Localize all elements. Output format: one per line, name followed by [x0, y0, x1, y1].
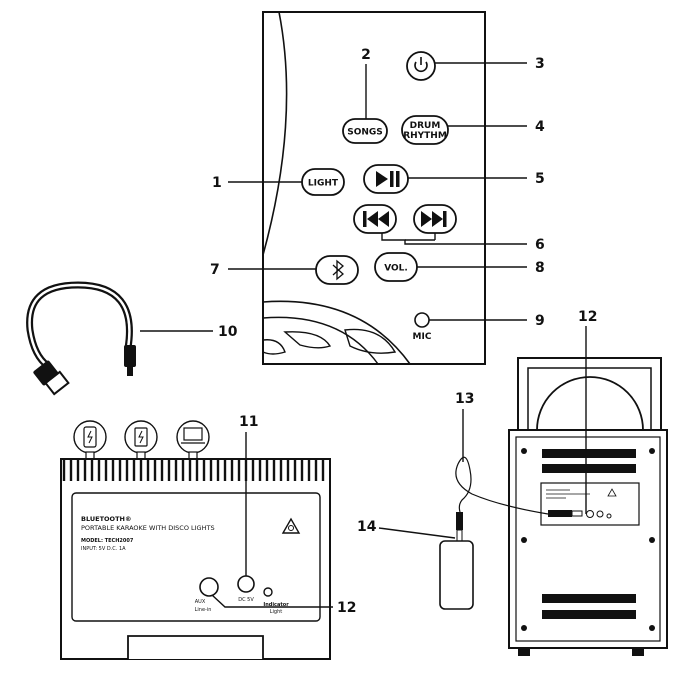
callout-7: 7 — [210, 262, 220, 278]
line-in-label: Line-in — [195, 607, 212, 613]
callout-9: 9 — [535, 313, 545, 329]
jack-plug-icon — [456, 512, 463, 543]
drum-label: DRUM — [410, 121, 441, 131]
dc-port — [237, 575, 255, 593]
callout-2: 2 — [361, 47, 371, 63]
callout-8: 8 — [535, 260, 545, 276]
panel-model: MODEL: TECH2007 — [81, 538, 134, 544]
speaker: 12 13 14 — [357, 309, 668, 656]
dc-label: DC 5V — [238, 597, 254, 603]
phone-charger-icon — [73, 420, 107, 454]
callout-6: 6 — [535, 237, 545, 253]
remote-grille — [262, 300, 411, 365]
previous-icon — [363, 211, 389, 227]
callout-14: 14 — [357, 519, 377, 535]
next-button — [413, 204, 457, 234]
bluetooth-button — [315, 255, 359, 285]
songs-button: SONGS — [342, 118, 388, 144]
aux-plug-icon — [548, 510, 583, 517]
panel-title: BLUETOOTH® — [81, 515, 131, 523]
vol-button: VOL. — [374, 252, 418, 282]
bluetooth-icon — [332, 259, 344, 281]
aux-port — [199, 577, 219, 597]
callout-3: 3 — [535, 56, 545, 72]
battery-charger-icon — [124, 420, 158, 454]
previous-button — [353, 204, 397, 234]
back-panel: BLUETOOTH® PORTABLE KARAOKE WITH DISCO L… — [60, 414, 356, 660]
light-button: LIGHT — [301, 168, 345, 196]
laptop-icon — [176, 420, 210, 454]
speaker-screws — [521, 448, 655, 631]
rhythm-label: RHYTHM — [403, 131, 447, 141]
speaker-vents-top — [542, 449, 636, 473]
power-button — [406, 51, 436, 81]
callout-5: 5 — [535, 171, 545, 187]
play-pause-button — [363, 164, 409, 194]
panel-input: INPUT: 5V D.C. 1A — [81, 546, 126, 552]
songs-label: SONGS — [347, 128, 383, 138]
certification-icon — [281, 517, 301, 534]
callout-12-speaker: 12 — [578, 309, 597, 325]
light-label: LIGHT — [308, 179, 339, 189]
barrel-plug-icon — [124, 345, 136, 376]
indicator-light-label: Light — [270, 609, 283, 615]
callout-12-panel: 12 — [337, 600, 356, 616]
phone-icon — [439, 540, 474, 610]
callout-13: 13 — [455, 391, 474, 407]
callout-11: 11 — [239, 414, 258, 430]
speaker-vents-bottom — [542, 594, 636, 619]
remote-callout-lines — [228, 62, 527, 321]
indicator-label: Indicator — [263, 602, 289, 608]
mic-label: MIC — [413, 332, 432, 342]
callout-1: 1 — [212, 175, 222, 191]
callout-4: 4 — [535, 119, 545, 135]
power-icon — [414, 57, 428, 73]
aux-label: AUX — [195, 599, 206, 605]
panel-subtitle: PORTABLE KARAOKE WITH DISCO LIGHTS — [81, 524, 215, 532]
usb-plug-icon — [33, 360, 70, 396]
callout-10: 10 — [218, 324, 238, 340]
usb-cable: 10 — [26, 281, 238, 396]
next-icon — [421, 211, 447, 227]
mic-icon — [414, 312, 430, 328]
drum-rhythm-button: DRUM RHYTHM — [401, 115, 449, 145]
indicator-light — [263, 587, 273, 597]
remote-control: SONGS DRUM RHYTHM LIGHT — [210, 11, 545, 365]
play-pause-icon — [376, 171, 400, 187]
vol-label: VOL. — [384, 264, 408, 274]
remote-disc-arc — [262, 11, 288, 256]
